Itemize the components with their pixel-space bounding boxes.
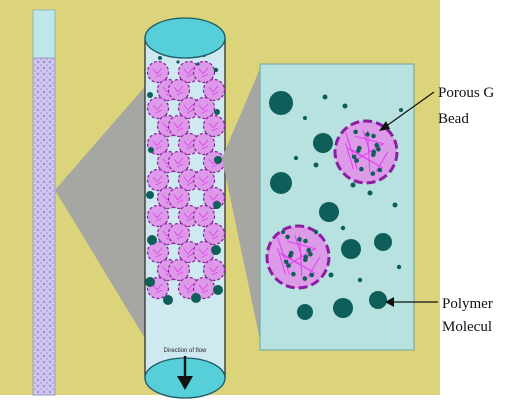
- small-polymer: [329, 273, 334, 278]
- bead-label: Porous G: [438, 85, 494, 101]
- thin-column: [33, 58, 55, 395]
- column-polymer: [176, 60, 179, 63]
- polymer-label-line2: Molecul: [442, 319, 492, 335]
- small-polymer: [368, 191, 373, 196]
- small-polymer: [397, 265, 401, 269]
- small-polymer: [341, 226, 345, 230]
- large-polymer: [341, 239, 361, 259]
- column-top-cap: [145, 18, 225, 58]
- column-polymer: [191, 293, 201, 303]
- column-polymer: [214, 109, 220, 115]
- large-polymer: [333, 298, 353, 318]
- small-polymer: [399, 108, 403, 112]
- porous-bead: [335, 121, 397, 183]
- porous-bead: [267, 226, 329, 288]
- small-polymer: [314, 163, 319, 168]
- column-polymer: [213, 285, 223, 295]
- column-polymer: [163, 295, 173, 305]
- column-polymer: [214, 156, 222, 164]
- column-polymer: [214, 68, 218, 72]
- bead-label-line2: Bead: [438, 111, 469, 127]
- large-polymer: [374, 233, 392, 251]
- column-polymer: [148, 147, 154, 153]
- column-polymer: [145, 277, 155, 287]
- large-polymer: [313, 133, 333, 153]
- column-polymer: [158, 56, 162, 60]
- small-polymer: [393, 203, 398, 208]
- small-polymer: [294, 156, 298, 160]
- small-polymer: [281, 230, 285, 234]
- small-polymer: [314, 230, 318, 234]
- column-polymer: [196, 62, 199, 65]
- large-polymer: [269, 91, 293, 115]
- column-polymer: [211, 245, 221, 255]
- column-polymer: [213, 201, 221, 209]
- small-polymer: [323, 95, 328, 100]
- small-polymer: [303, 116, 307, 120]
- large-polymer: [319, 202, 339, 222]
- column-polymer: [147, 92, 153, 98]
- flow-label: Direction of flow: [164, 348, 207, 354]
- small-polymer: [343, 104, 348, 109]
- large-polymer: [297, 304, 313, 320]
- polymer-label: Polymer: [442, 296, 493, 312]
- large-polymer: [369, 291, 387, 309]
- white-margin-bottom: [0, 395, 505, 416]
- small-polymer: [351, 183, 356, 188]
- column-polymer: [147, 235, 157, 245]
- large-polymer: [270, 172, 292, 194]
- column-polymer: [146, 191, 154, 199]
- small-polymer: [358, 278, 362, 282]
